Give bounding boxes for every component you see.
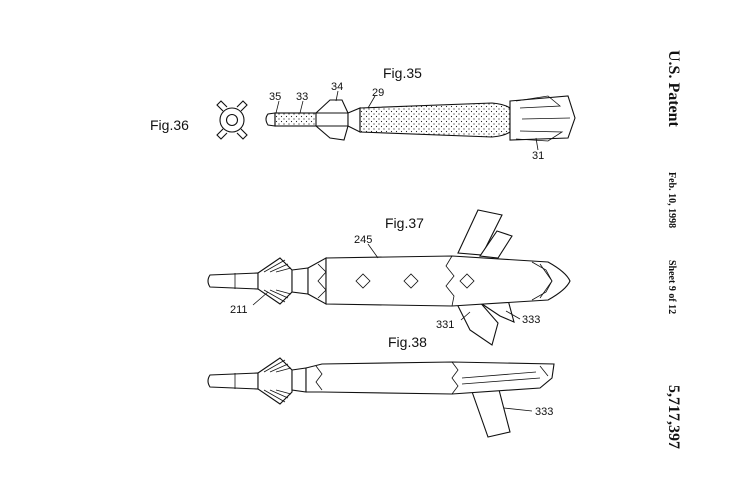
fig36-drawing: Fig.36 xyxy=(150,100,248,140)
ref-34: 34 xyxy=(331,81,343,93)
patent-date: Feb. 10, 1998 xyxy=(666,172,677,228)
ref-245: 245 xyxy=(354,234,372,246)
fig38-label: Fig.38 xyxy=(388,334,427,350)
patent-title: U.S. Patent xyxy=(665,50,682,128)
header: U.S. Patent Feb. 10, 1998 Sheet 9 of 12 … xyxy=(665,50,682,449)
ref-331: 331 xyxy=(436,319,454,331)
patent-number: 5,717,397 xyxy=(665,385,682,449)
ref-31: 31 xyxy=(532,150,544,162)
ref-333-fig37: 333 xyxy=(522,314,540,326)
ref-29: 29 xyxy=(372,87,384,99)
fig37-label: Fig.37 xyxy=(385,215,424,231)
fig35-drawing: Fig.35 35 33 34 29 31 xyxy=(265,65,576,162)
sheet-number: Sheet 9 of 12 xyxy=(666,260,677,314)
fig38-drawing: Fig.38 333 xyxy=(207,334,555,438)
ref-333-fig38: 333 xyxy=(535,406,553,418)
ref-211: 211 xyxy=(230,304,248,316)
fig37-drawing: Fig.37 xyxy=(207,209,571,346)
ref-33: 33 xyxy=(296,91,308,103)
fig35-label: Fig.35 xyxy=(383,65,422,81)
fig36-label: Fig.36 xyxy=(150,117,189,133)
ref-35: 35 xyxy=(269,91,281,103)
